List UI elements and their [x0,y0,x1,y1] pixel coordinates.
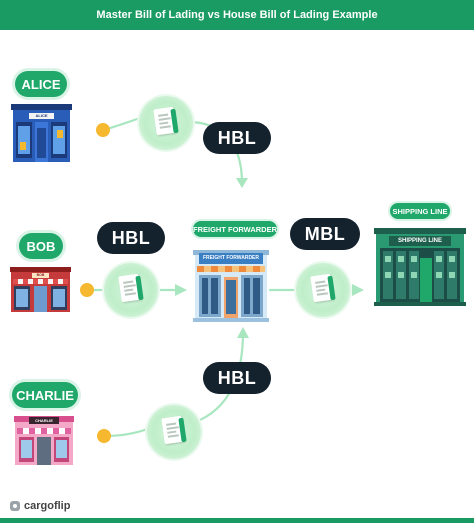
bob-store: BOB [10,267,71,312]
shipper-label-charlie: CHARLIE [12,382,78,408]
bob-store-sign: BOB [36,273,45,277]
hbl-badge-bottom: HBL [203,362,271,394]
charlie-dot [97,429,111,443]
cargoflip-logo-icon [10,501,20,511]
page-title-bar: Master Bill of Lading vs House Bill of L… [0,0,474,30]
brand-logo: cargoflip [10,500,70,512]
document-icon-bottom [147,405,201,459]
hbl-badge-middle: HBL [97,222,165,254]
arrowhead-top [236,178,248,188]
shipper-bob-text: BOB [26,238,56,254]
page-title: Master Bill of Lading vs House Bill of L… [96,9,378,21]
shipper-alice-text: ALICE [21,76,61,92]
alice-store-sign: ALICE [35,113,48,118]
bob-dot [80,283,94,297]
shipping-line-badge-text: SHIPPING LINE [392,206,448,216]
hbl-top-text: HBL [217,127,257,148]
shipping-line-sign: SHIPPING LINE [397,238,442,244]
hbl-middle-text: HBL [111,227,151,248]
freight-forwarder-building: FREIGHT FORWARDER [193,250,269,322]
shipper-charlie-text: CHARLIE [16,387,74,403]
freight-forwarder-badge: FREIGHT FORWARDER [193,221,277,237]
document-icon-middle [104,263,158,317]
alice-dot [96,123,110,137]
shipping-line-badge: SHIPPING LINE [390,203,450,219]
document-icon-top [139,96,193,150]
shipping-line-building: SHIPPING LINE [374,228,466,306]
arrowhead-bob [175,284,187,296]
mbl-text: MBL [304,223,346,244]
charlie-store-sign: CHARLIE [35,418,53,423]
document-icon-mbl [296,263,350,317]
charlie-store: CHARLIE [14,416,74,465]
footer-bar [0,518,474,523]
arrowhead-shipping [352,284,364,296]
hbl-bottom-text: HBL [217,367,257,388]
arrowhead-bottom [237,327,249,338]
mbl-badge: MBL [290,218,360,250]
alice-store: ALICE [11,104,72,162]
freight-forwarder-badge-text: FREIGHT FORWARDER [192,224,278,234]
freight-forwarder-sign: FREIGHT FORWARDER [202,255,260,261]
hbl-badge-top: HBL [203,122,271,154]
shipper-label-bob: BOB [19,233,63,259]
brand-name: cargoflip [24,500,71,512]
shipper-label-alice: ALICE [15,71,67,97]
